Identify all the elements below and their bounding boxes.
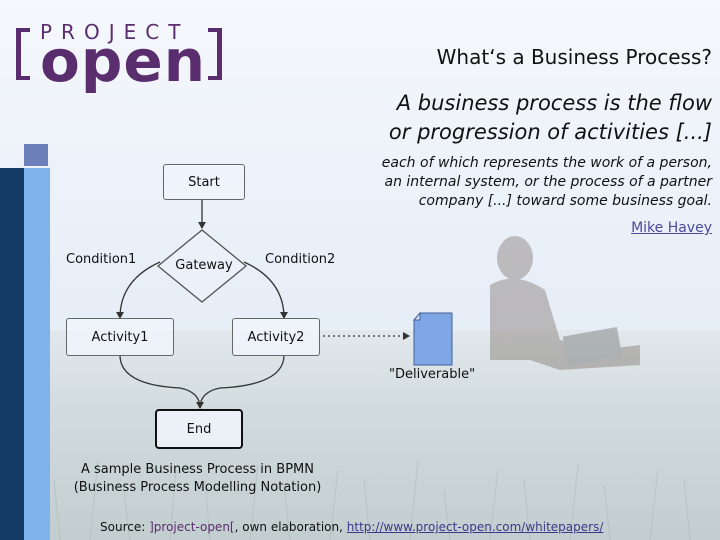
deliverable-document-icon: [412, 311, 453, 366]
page-title: What‘s a Business Process?: [436, 45, 712, 69]
end-event: End: [155, 409, 243, 449]
accent-bar-dark: [0, 168, 24, 540]
start-event: Start: [163, 164, 245, 200]
quote-line-3: each of which represents the work of a p…: [381, 155, 712, 171]
gateway-label: Gateway: [175, 258, 233, 273]
accent-bar-light: [24, 168, 50, 540]
arrow-heads: [116, 222, 410, 409]
logo-open-text: open: [40, 27, 206, 95]
diagram-caption: A sample Business Process in BPMN (Busin…: [60, 461, 335, 497]
logo-project-text: PROJECT: [40, 20, 190, 44]
author-link[interactable]: Mike Havey: [631, 220, 712, 236]
quote-line-5: company [...] toward some business goal.: [418, 193, 712, 209]
condition2-label: Condition2: [265, 252, 336, 267]
person-silhouette: [490, 236, 640, 370]
condition1-label: Condition1: [66, 252, 137, 267]
accent-square: [24, 144, 48, 166]
quote-line-1: A business process is the flow: [396, 91, 712, 115]
source-link[interactable]: http://www.project-open.com/whitepapers/: [346, 520, 604, 534]
activity2-box: Activity2: [232, 318, 320, 356]
gateway-diamond: [156, 229, 248, 303]
quote-line-2: or progression of activities [...]: [388, 120, 712, 144]
caption-line-2: (Business Process Modelling Notation): [73, 480, 322, 495]
source-brand: ]project-open[: [149, 520, 235, 534]
source-prefix: Source:: [100, 520, 146, 534]
logo-bracket-right: [208, 28, 222, 80]
definition-quote-continued: each of which represents the work of a p…: [382, 154, 712, 211]
caption-line-1: A sample Business Process in BPMN: [80, 462, 314, 477]
activity1-box: Activity1: [66, 318, 174, 356]
logo-bracket-left: [16, 28, 30, 80]
definition-quote: A business process is the flow or progre…: [389, 89, 712, 147]
source-footer: Source: ]project-open[, own elaboration,…: [100, 520, 603, 534]
quote-line-4: an internal system, or the process of a …: [384, 174, 712, 190]
deliverable-label: "Deliverable": [389, 367, 476, 382]
source-middle: , own elaboration,: [234, 520, 343, 534]
